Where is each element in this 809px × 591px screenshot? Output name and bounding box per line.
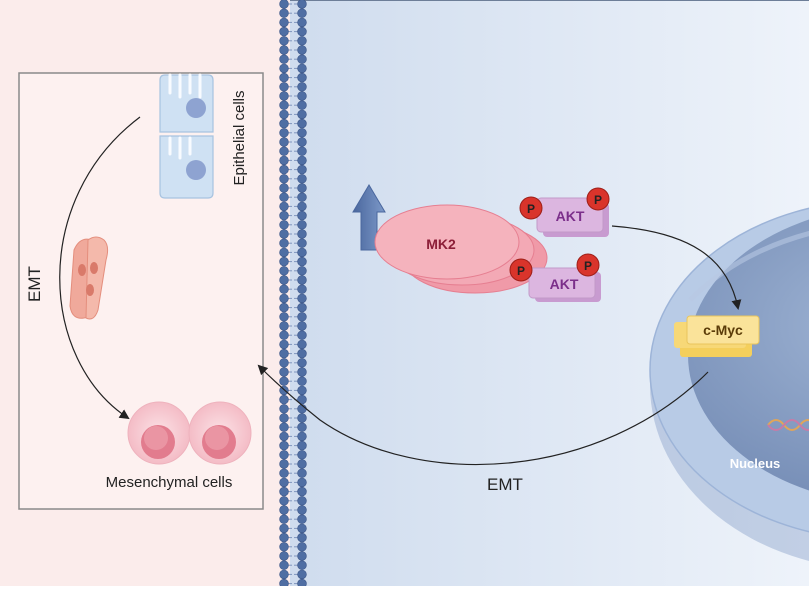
cmyc-to-emt-arrow [257, 364, 709, 466]
akt-protein-1 [536, 197, 609, 237]
svg-text:P: P [594, 193, 602, 207]
svg-text:P: P [584, 259, 592, 273]
dna-helix-icon [767, 419, 809, 431]
phospho-group-1: P [519, 196, 543, 220]
epithelial-cells-icon [159, 73, 214, 199]
akt-to-cmyc-arrow [611, 225, 742, 310]
cell-membrane [279, 0, 307, 589]
nucleus-label: Nucleus [730, 456, 781, 471]
akt-label-1: AKT [556, 208, 585, 224]
emt-inset-label: EMT [25, 266, 44, 302]
mesenchymal-cells-label: Mesenchymal cells [106, 474, 233, 491]
emt-inset-arrow [59, 116, 141, 420]
cmyc-label: c-Myc [703, 322, 743, 338]
mesenchymal-cells-icon [127, 401, 252, 465]
akt-protein-2 [528, 267, 601, 302]
svg-text:P: P [527, 202, 535, 216]
phospho-group-4: P [576, 253, 600, 277]
cmyc-protein [674, 315, 760, 357]
mk2-label: MK2 [426, 236, 456, 252]
svg-text:P: P [517, 264, 525, 278]
akt-label-2: AKT [550, 276, 579, 292]
phospho-group-3: P [509, 258, 533, 282]
emt-intermediate-cell-icon [69, 236, 109, 320]
phospho-group-2: P [586, 187, 610, 211]
emt-bottom-label: EMT [487, 475, 523, 494]
epithelial-cells-label: Epithelial cells [231, 90, 248, 185]
